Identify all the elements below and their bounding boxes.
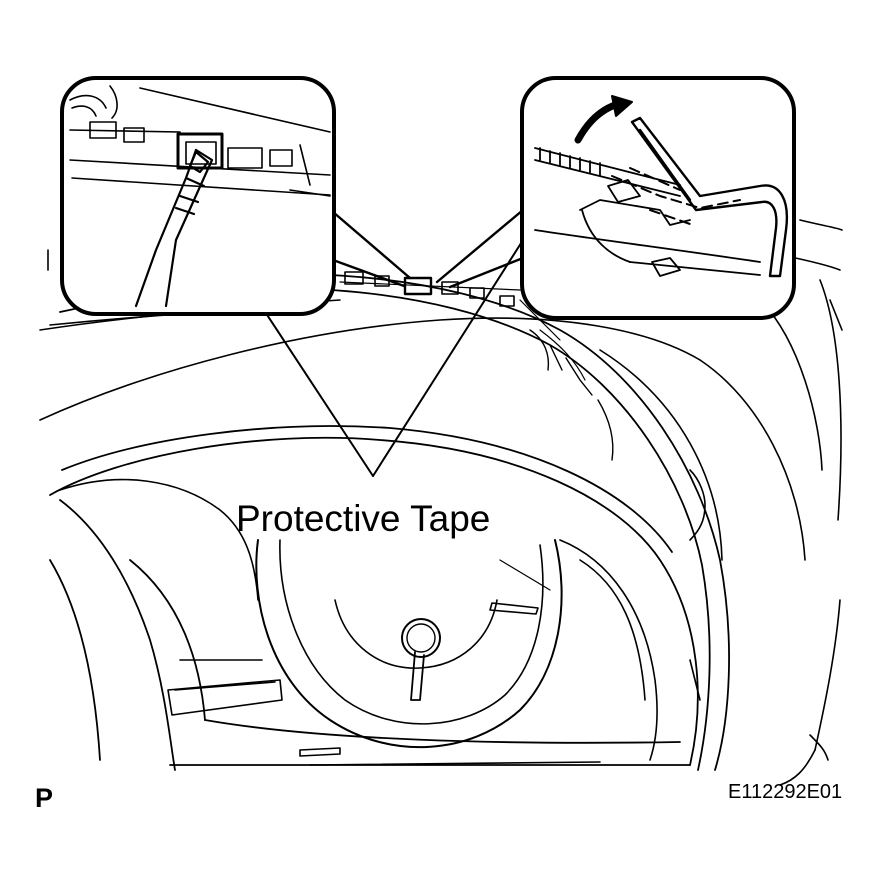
bottom-indicator-strip — [299, 747, 601, 766]
view-code-label: P — [35, 783, 54, 813]
detail-pointers — [331, 208, 525, 289]
dashboard-outline — [39, 219, 843, 786]
meter-bezel — [49, 425, 699, 771]
left-detail-inset — [60, 76, 336, 316]
right-detail-inset — [520, 76, 796, 320]
speedometer-dial — [255, 539, 563, 749]
protective-tape-label: Protective Tape — [236, 498, 491, 539]
right-gauge-pod — [559, 469, 706, 761]
left-gauge-pod — [59, 478, 283, 716]
figure-id-label: E112292E01 — [728, 781, 843, 803]
hood-side-detail — [529, 329, 614, 461]
